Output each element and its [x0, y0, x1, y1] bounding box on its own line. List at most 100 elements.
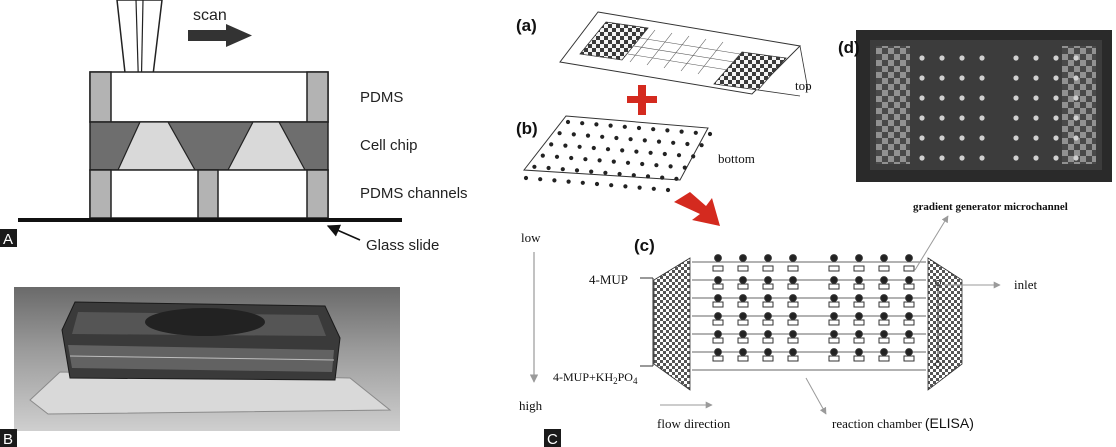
bottom-layer-sheet	[523, 115, 713, 193]
photo-dot	[979, 55, 985, 61]
grid-dot	[591, 145, 596, 151]
grid-dot	[623, 184, 628, 189]
grid-dot	[662, 151, 667, 157]
reaction-chamber	[764, 254, 772, 262]
reaction-chamber	[905, 254, 913, 262]
photo-dot	[979, 115, 985, 121]
channel-segment	[787, 337, 799, 344]
panel-a-schematic: scan PDMS Cell chip PDMS channels G	[0, 0, 468, 254]
photo-dot	[979, 75, 985, 81]
reaction-chamber	[830, 254, 838, 262]
reaction-chamber	[789, 330, 797, 338]
reaction-chamber	[880, 348, 888, 356]
channel-segment	[853, 283, 865, 290]
grid-dot	[645, 174, 651, 179]
reaction-chamber	[855, 254, 863, 262]
reaction-chamber	[789, 312, 797, 320]
mup-kh-label: 4-MUP+KH2PO4	[553, 370, 638, 386]
grid-dot	[611, 159, 616, 164]
scan-label: scan	[193, 7, 227, 24]
channel-segment	[853, 355, 865, 362]
channel-segment	[737, 355, 749, 362]
red-arrow-icon	[674, 192, 720, 226]
channel-segment	[828, 319, 840, 326]
grid-dot	[600, 134, 605, 139]
grid-dot	[665, 187, 671, 193]
grid-dot	[549, 142, 554, 147]
sub-label-d: (d)	[838, 38, 860, 57]
flow-direction-label: flow direction	[657, 416, 731, 431]
grid-dot	[631, 173, 636, 178]
photo-dot	[1013, 115, 1019, 121]
grid-dot	[608, 123, 613, 128]
panel-tag-b-bg	[0, 429, 17, 447]
photo-dot	[1053, 155, 1059, 161]
grid-dot	[571, 132, 576, 137]
panel-c: (a) top (b)	[516, 11, 1112, 447]
reaction-chamber	[880, 254, 888, 262]
grid-dot	[603, 170, 608, 175]
grid-dot	[628, 137, 633, 142]
grid-dot	[565, 119, 571, 125]
photo-dot	[1033, 75, 1039, 81]
reaction-chamber	[905, 348, 913, 356]
photo-dot	[939, 75, 945, 81]
photo-dot	[1053, 115, 1059, 121]
reaction-chamber	[739, 254, 747, 262]
grid-dot	[651, 186, 656, 191]
photo-dot	[979, 135, 985, 141]
photo-dot	[919, 135, 925, 141]
grid-dot	[532, 164, 537, 169]
grid-dot	[577, 144, 582, 149]
grid-dot	[640, 161, 645, 167]
photo-dot	[919, 155, 925, 161]
panel-tag-c: C	[547, 431, 558, 447]
photo-dot	[1033, 55, 1039, 61]
grid-dot	[585, 133, 591, 138]
scan-arrow-icon	[188, 24, 252, 47]
photo-dot	[979, 155, 985, 161]
reaction-chamber	[905, 276, 913, 284]
reaction-chamber	[739, 276, 747, 284]
photo-dot	[1033, 115, 1039, 121]
grid-dot	[671, 140, 676, 145]
photo-dot	[1073, 95, 1079, 101]
grid-dot	[566, 179, 571, 184]
grid-dot	[651, 127, 656, 132]
reaction-chamber	[714, 276, 722, 284]
low-label: low	[521, 230, 541, 245]
reaction-chamber	[739, 294, 747, 302]
high-label: high	[519, 398, 543, 413]
photo-dot	[1053, 95, 1059, 101]
panel-tag-a-bg	[0, 229, 17, 247]
channel-segment	[878, 283, 890, 290]
reaction-chamber	[789, 276, 797, 284]
channel-segment	[737, 319, 749, 326]
photo-chamber	[145, 308, 265, 336]
grid-dot	[560, 167, 565, 172]
reaction-chamber	[764, 276, 772, 284]
reaction-chamber	[880, 312, 888, 320]
panel-tag-b: B	[3, 431, 13, 447]
reaction-chamber	[830, 330, 838, 338]
sub-label-c: (c)	[634, 236, 655, 255]
channel-segment	[762, 319, 774, 326]
channel-segment	[903, 301, 915, 308]
top-layer-sheet	[559, 11, 809, 97]
reaction-chamber	[714, 312, 722, 320]
reaction-chamber	[855, 330, 863, 338]
photo-dot	[939, 95, 945, 101]
channel-segment	[828, 265, 840, 272]
panel-d-photo	[856, 30, 1112, 182]
mup-label: 4-MUP	[589, 272, 628, 287]
microchannel-network	[640, 254, 963, 391]
grid-dot	[569, 155, 574, 161]
grid-dot	[636, 125, 642, 131]
photo-dot	[959, 115, 965, 121]
chamber-pointer	[805, 377, 827, 415]
photo-dot	[959, 135, 965, 141]
reaction-chamber	[855, 294, 863, 302]
photo-dot	[939, 135, 945, 141]
panel-tag-a: A	[3, 231, 13, 248]
